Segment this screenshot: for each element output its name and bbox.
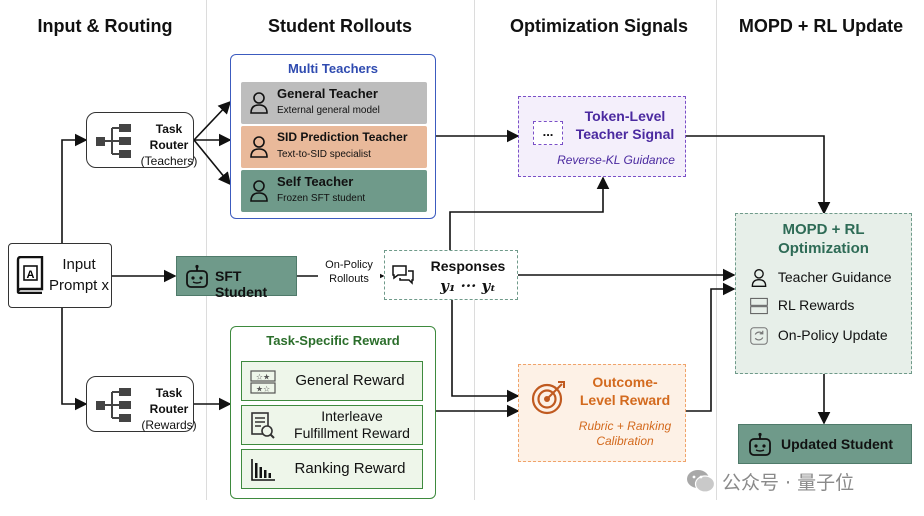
user-icon <box>249 179 269 208</box>
updated-student-label: Updated Student <box>781 436 893 452</box>
column-title-optimization-signals: Optimization Signals <box>509 16 688 36</box>
svg-text:☆★: ☆★ <box>256 373 270 382</box>
teacher-desc: Text-to-SID specialist <box>277 149 371 160</box>
rating-stars-icon: ☆★ ★☆ <box>250 370 276 399</box>
user-icon <box>249 91 269 120</box>
teacher-desc: Frozen SFT student <box>277 193 366 204</box>
hierarchy-icon <box>96 388 131 422</box>
teacher-desc: External general model <box>277 105 380 116</box>
mopd-rl-rewards: RL Rewards <box>750 296 854 316</box>
column-title-student-rollouts: Student Rollouts <box>268 16 412 36</box>
rating-stars-icon <box>750 297 768 315</box>
column-title-mopd-rl-update: MOPD + RL Update <box>738 16 904 36</box>
robot-icon <box>747 432 773 463</box>
book-a-icon: A <box>15 255 45 299</box>
column-divider <box>206 0 207 500</box>
responses-title: Responses <box>430 258 506 274</box>
ranking-reward: Ranking Reward <box>241 449 423 489</box>
sft-student-box: SFT Student <box>176 256 297 300</box>
self-teacher: Self Teacher Frozen SFT student <box>241 170 427 212</box>
task-specific-reward-box: Task-Specific Reward ☆★ ★☆ General Reward… <box>230 326 436 499</box>
robot-icon <box>184 264 210 295</box>
sft-student-label: SFT Student <box>215 268 268 300</box>
bar-chart-icon <box>250 458 276 487</box>
column-divider <box>716 0 717 500</box>
column-title-input-routing: Input & Routing <box>37 16 173 36</box>
teacher-name: SID Prediction Teacher <box>277 130 408 144</box>
teacher-name: Self Teacher <box>277 174 354 189</box>
responses-formula: y₁ ··· yₜ <box>440 277 496 295</box>
mopd-on-policy-update: On-Policy Update <box>750 326 888 346</box>
outcome-title: Outcome-Level Reward <box>579 374 671 408</box>
reward-label: General Reward <box>295 372 405 389</box>
token-signal-sub: Reverse-KL Guidance <box>557 153 675 167</box>
sid-prediction-teacher: SID Prediction Teacher Text-to-SID speci… <box>241 126 427 168</box>
updated-student-box: Updated Student <box>738 424 912 464</box>
hierarchy-icon <box>96 124 131 158</box>
task-reward-title: Task-Specific Reward <box>266 333 400 348</box>
general-teacher: General Teacher External general model <box>241 82 427 124</box>
teacher-name: General Teacher <box>277 86 378 101</box>
document-search-icon <box>250 412 276 445</box>
user-icon <box>751 269 767 287</box>
chat-bubbles-icon <box>391 263 415 292</box>
responses-box: Responses y₁ ··· yₜ <box>384 250 518 300</box>
multi-teachers-title: Multi Teachers <box>287 61 379 76</box>
mopd-teacher-guidance: Teacher Guidance <box>750 268 892 288</box>
ellipsis-box-icon: ... <box>533 121 563 145</box>
user-icon <box>249 135 269 164</box>
wechat-icon <box>686 468 716 499</box>
reward-label: Ranking Reward <box>294 460 406 477</box>
watermark-text: 公众号 · 量子位 <box>722 472 855 494</box>
svg-text:★☆: ★☆ <box>256 385 270 394</box>
general-reward: ☆★ ★☆ General Reward <box>241 361 423 401</box>
target-icon <box>531 379 567 420</box>
multi-teachers-box: Multi Teachers General Teacher External … <box>230 54 436 219</box>
svg-text:A: A <box>27 269 35 281</box>
refresh-icon <box>750 327 768 345</box>
